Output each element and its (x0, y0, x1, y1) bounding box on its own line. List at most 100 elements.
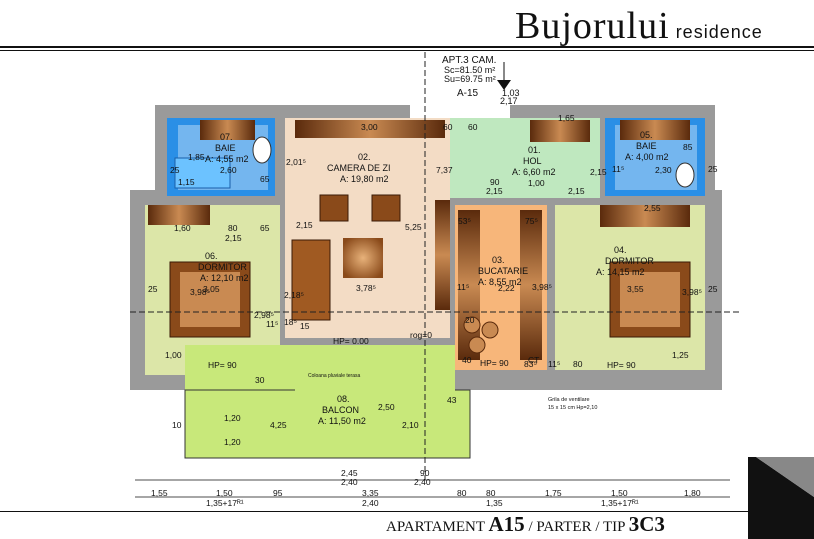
dim-b-95: 95 (273, 488, 283, 498)
footer-type: 3C3 (628, 512, 665, 536)
room-07-area: A: 4,55 m2 (205, 154, 249, 164)
dim-bot-245: 2,45 (341, 468, 358, 478)
dim-baie-25: 25 (170, 165, 180, 175)
entry-area (410, 52, 510, 118)
room-06-area: A: 12,10 m2 (200, 273, 249, 283)
kitchen-stool-2 (481, 321, 499, 339)
title-text: Bujorului (515, 5, 670, 47)
dim-b-150: 1,50 (216, 488, 233, 498)
dim-balc-43: 43 (447, 395, 457, 405)
dim-dorm1-305: 3,05 (203, 284, 220, 294)
dim-dorm1-215: 2,15 (225, 233, 242, 243)
room-02-name: CAMERA DE ZI (327, 163, 391, 173)
dim-dorm2-398: 3,98⁵ (682, 287, 702, 297)
right-wall (705, 190, 722, 390)
room-08-id: 08. (337, 394, 350, 404)
balc-note: Coloana pluviale terasa (308, 373, 360, 379)
dim-balc-30: 30 (255, 375, 265, 385)
apt-tag-line1: APT.3 CAM. (442, 55, 496, 66)
dim-baie-201: 2,01⁵ (286, 157, 306, 167)
dim-b-335: 3,35 (362, 488, 379, 498)
dim-zi-218: 2,18⁵ (284, 290, 304, 300)
dim-b-80a: 80 (457, 488, 467, 498)
toilet-05 (675, 162, 695, 188)
footer-mid: / PARTER / TIP (524, 519, 629, 535)
armchair-1 (319, 194, 349, 222)
dim-hol-737: 7,37 (436, 165, 453, 175)
toilet-07 (252, 136, 272, 164)
dim-top-300: 3,00 (361, 122, 378, 132)
dim-buc-398: 3,98⁵ (532, 282, 552, 292)
apt-tag-dim1: 1,03 (502, 88, 520, 98)
living-cabinet (295, 120, 445, 138)
dim-hol-215b: 2,15 (568, 186, 585, 196)
dim-dorm1-65: 65 (260, 223, 270, 233)
footer-caption: APARTAMENT A15 / PARTER / TIP 3C3 (386, 512, 665, 537)
balcon-connector (295, 345, 455, 393)
dim-baie-115: 1,15 (178, 177, 195, 187)
dim-zi-15: 15 (300, 321, 310, 331)
dim-top-60a: 60 (443, 122, 453, 132)
room-06-name: DORMITOR (198, 262, 247, 272)
apt-tag-dim2: 2,17 (500, 96, 518, 106)
dim-b-240: 2,40 (362, 498, 379, 508)
dim-b-150b: 1,50 (611, 488, 628, 498)
dim-top-165: 1,65 (558, 113, 575, 123)
dim-b-135c: 1,35+17ᴿ¹ (601, 498, 639, 508)
dim-b-180: 1,80 (684, 488, 701, 498)
room-07-id: 07. (220, 132, 233, 142)
dim-hol-215c: 2,15 (590, 167, 607, 177)
entry-arrow-icon (497, 80, 511, 90)
dim-b-175: 1,75 (545, 488, 562, 498)
dim-dorm1-100: 1,00 (165, 350, 182, 360)
header-rule-thin (0, 50, 814, 51)
apt-tag-code: A-15 (457, 88, 479, 99)
dim-zi-215: 2,15 (296, 220, 313, 230)
apt-tag-su: Su=69.75 m² (444, 74, 496, 84)
dim-top-60b: 60 (468, 122, 478, 132)
kitchen-counter-right (520, 210, 542, 360)
dim-dorm1-160: 1,60 (174, 223, 191, 233)
footer-prefix: APARTAMENT (386, 519, 489, 535)
dim-hol-100: 1,00 (528, 178, 545, 188)
room-02-area: A: 19,80 m2 (340, 174, 389, 184)
room-08-name: BALCON (322, 405, 359, 415)
dim-buc-40: 40 (462, 355, 472, 365)
dim-buc-hp: HP= 90 (480, 358, 509, 368)
room-01-area: A: 6,60 m2 (512, 167, 556, 177)
room-01-name: HOL (523, 156, 542, 166)
dim-dorm1-25: 25 (148, 284, 158, 294)
dim-balc-425: 4,25 (270, 420, 287, 430)
kitchen-stool-1 (463, 316, 481, 334)
subtitle-text: residence (675, 22, 763, 42)
dim-hol-215a: 2,15 (486, 186, 503, 196)
dim-balc-120a: 1,20 (224, 413, 241, 423)
dim-zi-378: 3,78⁵ (356, 283, 376, 293)
dim-zi-hp: HP= 0.00 (333, 336, 369, 346)
dim-zi-18: 18⁵ (284, 317, 297, 327)
dim-dorm2-hp: HP= 90 (607, 360, 636, 370)
dim-dorm2-125: 1,25 (672, 350, 689, 360)
dim-buc-11: 11⁵ (457, 282, 469, 292)
room-04-name: DORMITOR (605, 256, 654, 266)
dim-dorm2-80: 80 (573, 359, 583, 369)
dim-buc-75: 75⁵ (525, 216, 538, 226)
dim-buc-83: 83⁵ (524, 359, 537, 369)
dim-b-135a: 1,35+17ᴿ¹ (206, 498, 244, 508)
dim-baie-65: 65 (260, 174, 270, 184)
room-04-id: 04. (614, 245, 627, 255)
dim-dorm1-11: 11⁵ (266, 319, 278, 329)
bath-cabinet-05 (620, 120, 690, 140)
dim-bot-90: 90 (420, 468, 430, 478)
footer-rule (0, 511, 814, 512)
dim-dorm1-298: 2,98⁵ (254, 310, 274, 320)
dim-dorm2-25: 25 (708, 284, 718, 294)
footer-code: A15 (488, 512, 525, 536)
dim-buc-222: 2,22 (498, 283, 515, 293)
coffee-table (343, 238, 383, 278)
dim-dorm2-355: 3,55 (627, 284, 644, 294)
kitchen-stool-3 (468, 336, 486, 354)
dim-balc-10: 10 (172, 420, 182, 430)
dim-dorm1-398: 3,98⁵ (190, 287, 210, 297)
